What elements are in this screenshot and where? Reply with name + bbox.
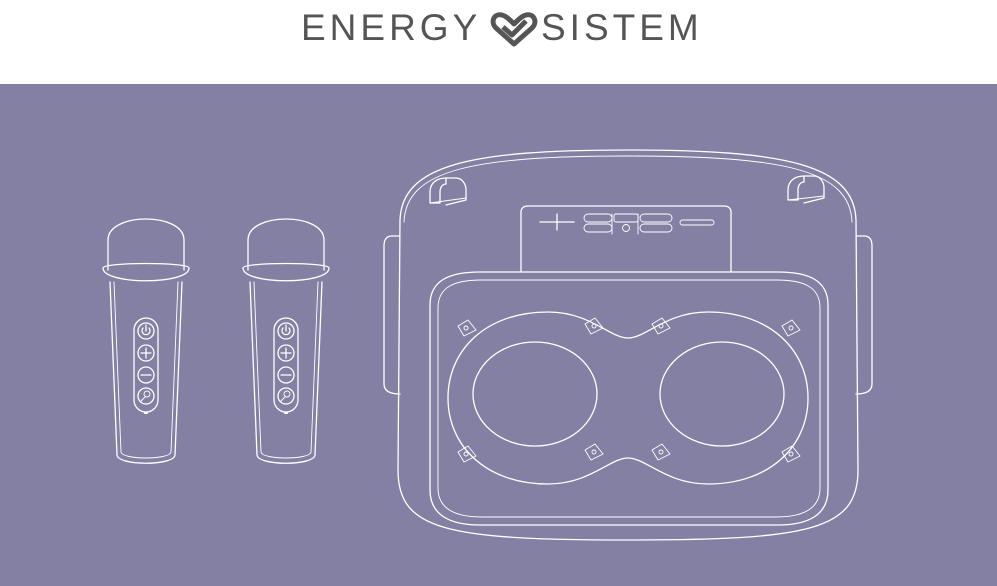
mic-mute-icon[interactable] xyxy=(137,387,155,405)
plus-icon[interactable] xyxy=(137,344,155,362)
grille-screws xyxy=(457,317,801,463)
energy-sistem-logo: ENERGY SISTEM xyxy=(301,7,701,48)
power-icon[interactable] xyxy=(622,224,630,232)
mic-led xyxy=(284,412,288,414)
left-handle-clip xyxy=(429,177,467,206)
plus-minus-icon xyxy=(539,213,575,231)
woofer-grille xyxy=(447,311,809,485)
right-woofer xyxy=(659,341,785,447)
product-illustration-panel xyxy=(0,84,997,586)
mic-mute-icon[interactable] xyxy=(277,387,295,405)
mic-head xyxy=(247,218,325,271)
left-side-grip xyxy=(383,235,401,395)
mic-collar xyxy=(242,262,330,282)
grille-outer-frame xyxy=(429,271,829,526)
microphone-2 xyxy=(242,218,330,464)
minus-icon[interactable] xyxy=(277,366,295,384)
heart-check-icon xyxy=(490,12,538,47)
logo-text-left: ENERGY xyxy=(301,7,481,48)
status-bar xyxy=(679,219,715,226)
mic-handle xyxy=(109,281,183,464)
karaoke-speaker xyxy=(383,149,873,541)
right-side-grip xyxy=(855,235,873,395)
logo-text-right: SISTEM xyxy=(541,7,701,48)
minus-icon[interactable] xyxy=(137,366,155,384)
header: ENERGY SISTEM xyxy=(0,0,997,84)
speaker-control-panel xyxy=(520,205,732,273)
microphone-1 xyxy=(102,218,190,464)
right-handle-clip xyxy=(787,175,825,204)
power-icon[interactable] xyxy=(137,322,155,340)
plus-icon[interactable] xyxy=(277,344,295,362)
product-line-drawing xyxy=(102,149,873,541)
power-icon[interactable] xyxy=(277,322,295,340)
mic-head xyxy=(107,218,185,271)
mic-collar xyxy=(102,262,190,282)
mic-handle xyxy=(249,281,323,464)
mic-led xyxy=(144,412,148,414)
left-woofer xyxy=(472,341,598,447)
speaker-body xyxy=(397,149,859,541)
